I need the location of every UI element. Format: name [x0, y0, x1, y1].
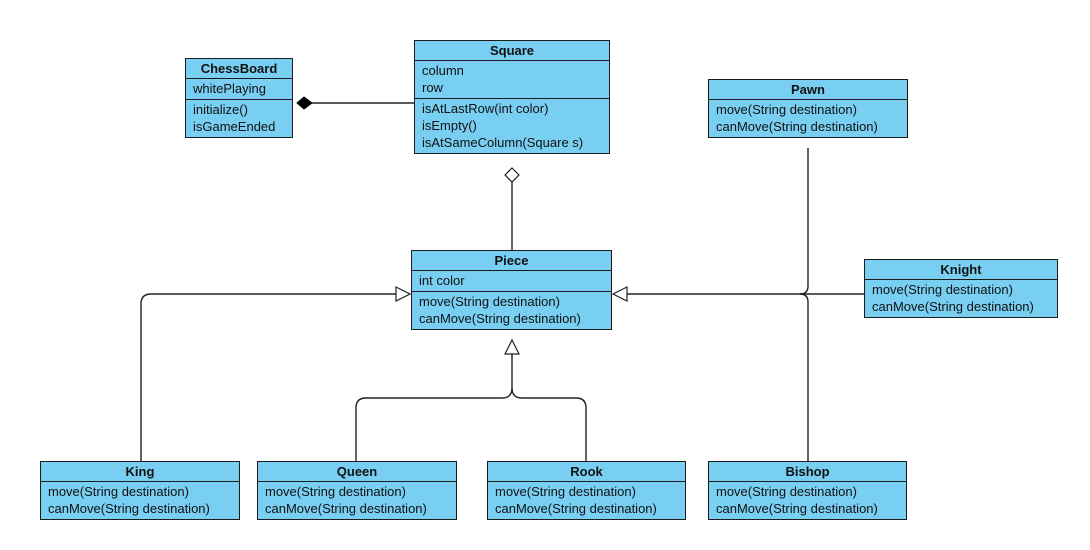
class-box-chessboard[interactable]: ChessBoard whitePlaying initialize() isGame… [185, 58, 293, 138]
class-method: isGameEnded [193, 119, 276, 134]
bishop-generalization-line [799, 293, 809, 461]
class-method: move(String destination) [495, 484, 636, 499]
class-box-pawn[interactable]: Pawn move(String destination) canMove(Stri… [708, 79, 908, 138]
class-method: isAtSameColumn(Square s) [422, 135, 584, 150]
class-methods-section: move(String destination) canMove(String d… [709, 100, 907, 137]
generalization-arrowhead-right [611, 286, 628, 302]
class-name: Square [415, 41, 609, 61]
class-method: isEmpty() [422, 118, 477, 133]
queen-generalization-line [355, 354, 513, 461]
class-box-king[interactable]: King move(String destination) canMove(Stri… [40, 461, 240, 520]
class-attribute: column [422, 63, 464, 78]
class-methods-section: move(String destination) canMove(String d… [258, 482, 456, 519]
aggregation-diamond [504, 167, 520, 183]
class-box-rook[interactable]: Rook move(String destination) canMove(Stri… [487, 461, 686, 520]
class-method: canMove(String destination) [872, 299, 1034, 314]
class-method: move(String destination) [872, 282, 1013, 297]
class-attribute: int color [419, 273, 465, 288]
class-box-piece[interactable]: Piece int color move(String destination) ca… [411, 250, 612, 330]
class-method: move(String destination) [265, 484, 406, 499]
class-attribute: row [422, 80, 443, 95]
class-method: canMove(String destination) [265, 501, 427, 516]
class-method: move(String destination) [419, 294, 560, 309]
king-generalization-line [140, 293, 396, 461]
class-methods-section: move(String destination) canMove(String d… [41, 482, 239, 519]
class-attributes-section: whitePlaying [186, 79, 292, 100]
class-attributes-section: int color [412, 271, 611, 292]
class-box-square[interactable]: Square column row isAtLastRow(int color) isE… [414, 40, 610, 154]
class-method: canMove(String destination) [495, 501, 657, 516]
generalization-arrowhead-bottom [504, 338, 520, 355]
class-methods-section: move(String destination) canMove(String d… [488, 482, 685, 519]
class-box-bishop[interactable]: Bishop move(String destination) canMove(St… [708, 461, 907, 520]
class-name: Bishop [709, 462, 906, 482]
class-attribute: whitePlaying [193, 81, 266, 96]
class-name: ChessBoard [186, 59, 292, 79]
class-name: Piece [412, 251, 611, 271]
pawn-generalization-line [799, 148, 809, 295]
class-name: Pawn [709, 80, 907, 100]
class-method: move(String destination) [716, 484, 857, 499]
class-methods-section: move(String destination) canMove(String d… [865, 280, 1057, 317]
class-method: move(String destination) [716, 102, 857, 117]
class-method: isAtLastRow(int color) [422, 101, 549, 116]
class-name: King [41, 462, 239, 482]
class-name: Rook [488, 462, 685, 482]
class-method: canMove(String destination) [716, 501, 878, 516]
class-method: move(String destination) [48, 484, 189, 499]
class-methods-section: initialize() isGameEnded [186, 100, 292, 137]
class-box-knight[interactable]: Knight move(String destination) canMove(St… [864, 259, 1058, 318]
class-methods-section: move(String destination) canMove(String d… [412, 292, 611, 329]
composition-diamond [296, 96, 313, 110]
class-method: canMove(String destination) [419, 311, 581, 326]
rook-generalization-line [511, 387, 587, 461]
class-method: initialize() [193, 102, 248, 117]
class-name: Knight [865, 260, 1057, 280]
class-methods-section: move(String destination) canMove(String d… [709, 482, 906, 519]
class-attributes-section: column row [415, 61, 609, 99]
generalization-arrowhead-left [395, 286, 412, 302]
class-box-queen[interactable]: Queen move(String destination) canMove(Str… [257, 461, 457, 520]
class-method: canMove(String destination) [716, 119, 878, 134]
class-method: canMove(String destination) [48, 501, 210, 516]
class-name: Queen [258, 462, 456, 482]
class-methods-section: isAtLastRow(int color) isEmpty() isAtSameC… [415, 99, 609, 153]
